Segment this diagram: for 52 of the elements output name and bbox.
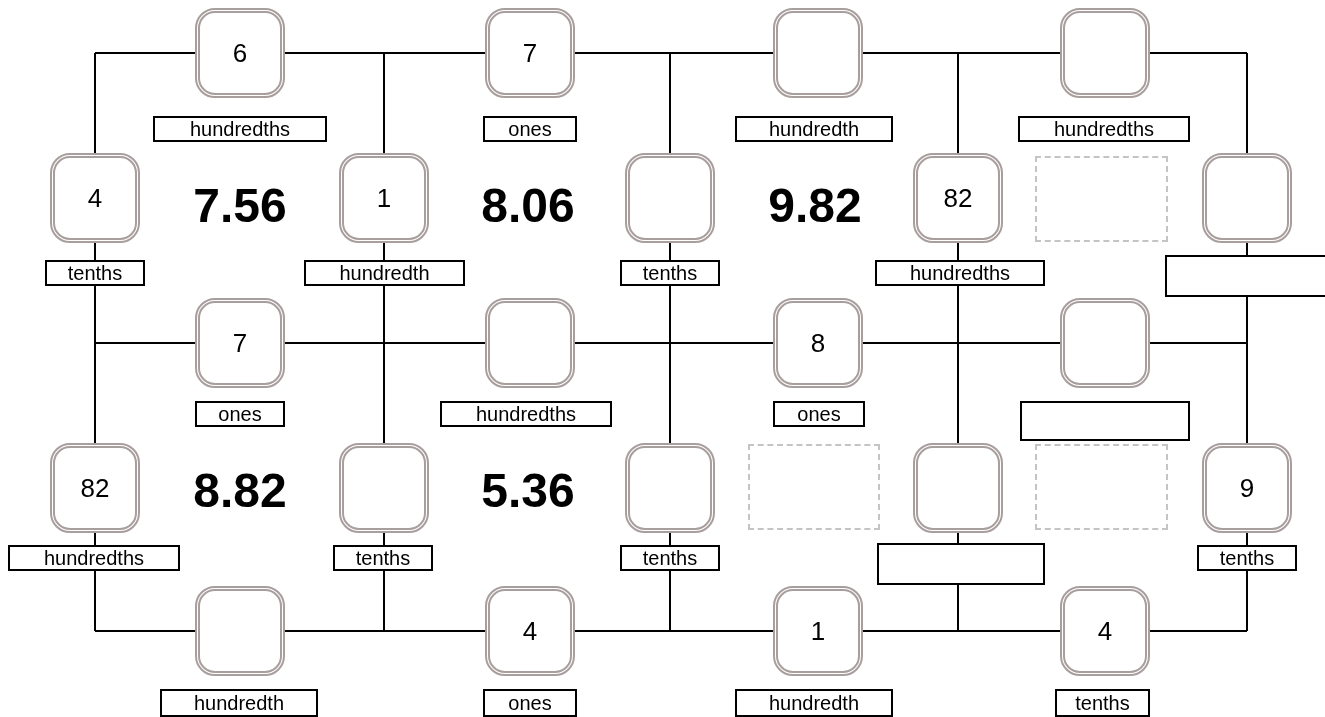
place-value-label: hundredth xyxy=(160,689,318,717)
empty-answer-tile xyxy=(339,443,429,533)
empty-label-box xyxy=(877,543,1045,585)
empty-answer-tile xyxy=(1060,8,1150,98)
empty-label-box xyxy=(1165,255,1325,297)
empty-answer-tile xyxy=(1202,153,1292,243)
place-value-label: tenths xyxy=(333,545,433,571)
place-value-label: tenths xyxy=(620,260,720,286)
empty-answer-tile xyxy=(195,586,285,676)
empty-label-box xyxy=(1020,401,1190,441)
place-value-label: ones xyxy=(483,689,577,717)
decimal-number: 8.06 xyxy=(481,177,575,233)
number-tile: 82 xyxy=(50,443,140,533)
place-value-label: tenths xyxy=(45,260,145,286)
place-value-label: ones xyxy=(195,401,285,427)
number-tile: 1 xyxy=(339,153,429,243)
dashed-box xyxy=(1035,444,1168,530)
place-value-label: hundredth xyxy=(735,689,893,717)
number-tile: 7 xyxy=(195,298,285,388)
place-value-label: tenths xyxy=(1197,545,1297,571)
number-tile: 4 xyxy=(485,586,575,676)
number-tile: 8 xyxy=(773,298,863,388)
decimal-number: 5.36 xyxy=(481,462,575,518)
place-value-label: ones xyxy=(773,401,865,427)
place-value-label: hundredths xyxy=(1018,116,1190,142)
place-value-label: ones xyxy=(483,116,577,142)
number-tile: 82 xyxy=(913,153,1003,243)
place-value-label: tenths xyxy=(1055,689,1150,717)
place-value-label: hundredths xyxy=(153,116,327,142)
decimal-number: 7.56 xyxy=(193,177,287,233)
place-value-label: hundredth xyxy=(735,116,893,142)
number-tile: 7 xyxy=(485,8,575,98)
number-tile: 4 xyxy=(1060,586,1150,676)
number-tile: 6 xyxy=(195,8,285,98)
decimal-number: 8.82 xyxy=(193,462,287,518)
dashed-box xyxy=(1035,156,1168,242)
number-tile: 9 xyxy=(1202,443,1292,533)
place-value-label: hundredths xyxy=(8,545,180,571)
empty-answer-tile xyxy=(625,443,715,533)
place-value-label: tenths xyxy=(620,545,720,571)
empty-answer-tile xyxy=(625,153,715,243)
place-value-label: hundredths xyxy=(440,401,612,427)
dashed-box xyxy=(748,444,880,530)
place-value-label: hundredth xyxy=(304,260,465,286)
empty-answer-tile xyxy=(1060,298,1150,388)
empty-answer-tile xyxy=(485,298,575,388)
empty-answer-tile xyxy=(913,443,1003,533)
empty-answer-tile xyxy=(773,8,863,98)
number-tile: 4 xyxy=(50,153,140,243)
number-tile: 1 xyxy=(773,586,863,676)
decimal-number: 9.82 xyxy=(768,177,862,233)
place-value-label: hundredths xyxy=(875,260,1045,286)
